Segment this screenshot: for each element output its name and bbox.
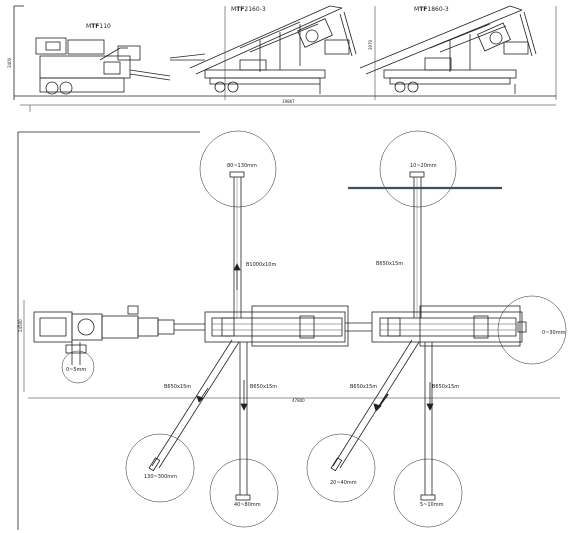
- machine-3-label: MTF1860-3: [414, 6, 449, 13]
- conveyor-north-2: [409, 171, 425, 318]
- plan-length-dim: 47800: [292, 398, 305, 403]
- elevation-labels: MTF110 MTF2160-3 MTF1860-3 19867 3400 39…: [7, 6, 449, 104]
- range-circle-130-300: [125, 433, 195, 503]
- range-label-20-40: 20~40mm: [330, 480, 357, 486]
- conveyor-label-1: B1000x10m: [246, 262, 276, 268]
- screen-plant-2-plan: [371, 305, 527, 347]
- conveyor-label-6: B650x15m: [432, 384, 459, 390]
- plan-width-dim: 24500: [18, 319, 23, 332]
- conveyor-label-5: B650x15m: [350, 384, 377, 390]
- height-dim-1: 3400: [7, 57, 12, 68]
- range-label-130-300: 130~300mm: [144, 474, 177, 480]
- jaw-crusher-plan: [33, 305, 175, 365]
- range-circle-40-80: [209, 458, 279, 528]
- screen-plant-1-elevation: [169, 5, 357, 94]
- conveyor-south-1: [235, 342, 251, 501]
- range-circle-5-10: [393, 458, 463, 528]
- range-circle-80-130: [199, 130, 277, 208]
- range-label-80-130: 80~130mm: [227, 163, 257, 169]
- range-label-5-10: 5~10mm: [420, 502, 444, 508]
- range-label-40-80: 40~80mm: [234, 502, 261, 508]
- screen-plant-1-plan: [204, 305, 349, 347]
- range-label-0-30: 0~30mm: [542, 330, 566, 336]
- plan-view: [17, 130, 567, 530]
- conveyor-diagonal-1: [148, 339, 240, 472]
- range-label-10-20: 10~20mm: [410, 163, 437, 169]
- conveyor-label-2: B650x15m: [376, 261, 403, 267]
- plan-labels: B1000x10m B650x15m B650x15m B650x15m B65…: [18, 163, 566, 508]
- machine-1-label: MTF110: [86, 23, 111, 30]
- conveyor-north-1: [229, 171, 245, 318]
- height-dim-2: 3970: [368, 39, 373, 50]
- conveyor-label-3: B650x15m: [164, 384, 191, 390]
- conveyor-label-4: B650x15m: [250, 384, 277, 390]
- elevation-view: [13, 5, 557, 112]
- jaw-crusher-elevation: [35, 37, 171, 95]
- range-label-0-5: 0~5mm: [66, 367, 86, 373]
- range-circle-10-20: [379, 130, 457, 208]
- conveyor-south-2: [420, 342, 436, 501]
- range-circle-0-5: [61, 350, 95, 384]
- machine-2-label: MTF2160-3: [231, 6, 266, 13]
- range-circle-20-40: [306, 433, 376, 503]
- elevation-length-dim: 19867: [282, 99, 295, 104]
- screen-plant-2-elevation: [359, 5, 537, 94]
